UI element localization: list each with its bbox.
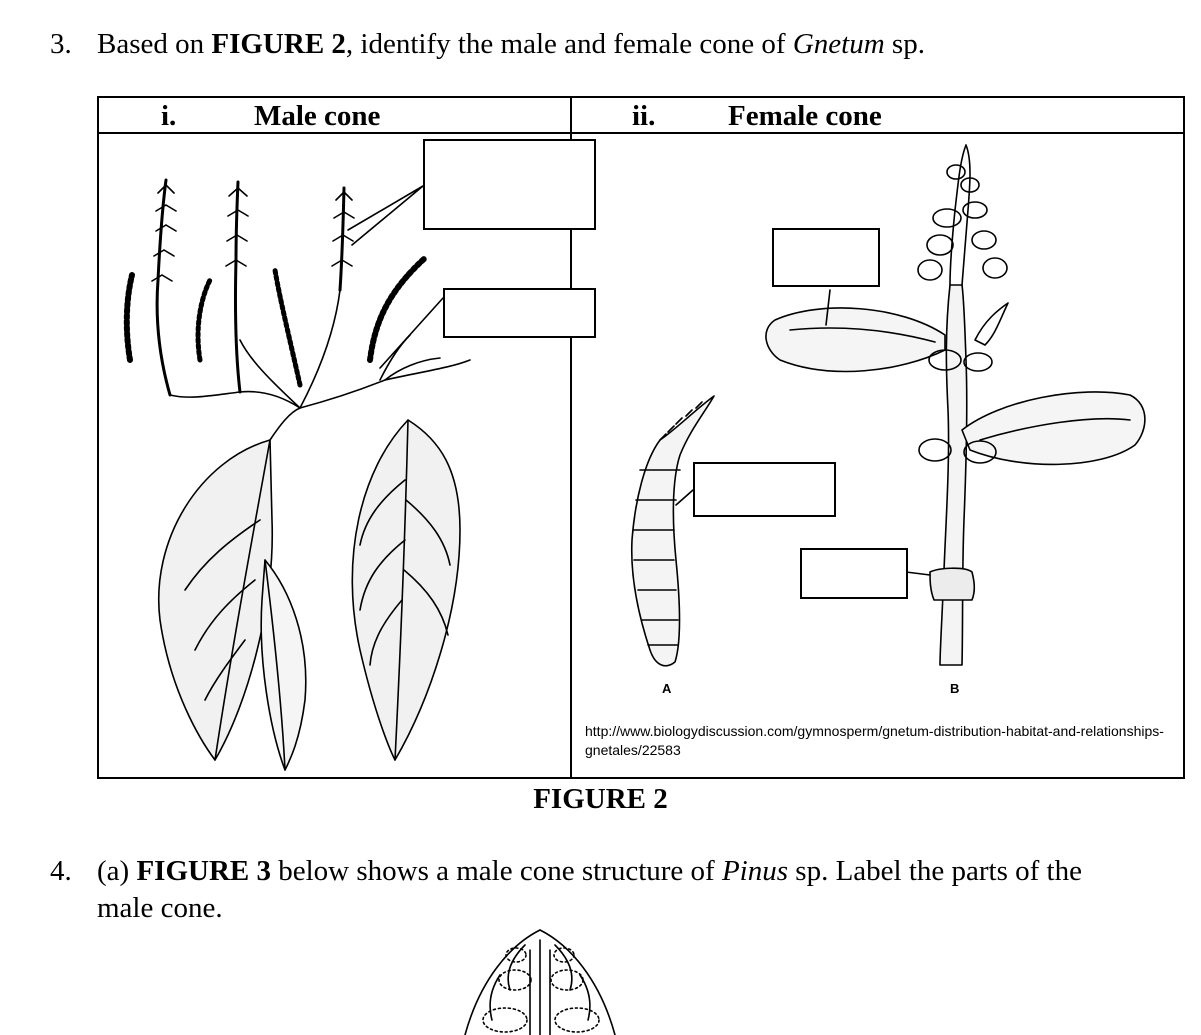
question-number: 4. — [50, 855, 72, 887]
genus-name: Pinus — [721, 855, 789, 887]
female-cone-answer-box-3[interactable] — [800, 548, 908, 599]
male-label-pointer-lines — [347, 185, 444, 369]
source-url[interactable]: http://www.biologydiscussion.com/gymnosp… — [585, 723, 1164, 758]
female-cone-answer-box-1[interactable] — [772, 228, 880, 287]
gnetum-leaf-illustration — [158, 419, 461, 771]
female-cone-title: Female cone — [728, 100, 882, 132]
question-text: Based on FIGURE 2, identify the male and… — [97, 28, 925, 60]
female-cone-header: ii. Female cone — [570, 96, 1185, 134]
male-cone-title: Male cone — [254, 100, 381, 132]
label-b: B — [950, 681, 960, 696]
figure-reference: FIGURE 2 — [211, 28, 346, 60]
male-strobili-illustration — [123, 178, 471, 441]
genus-name: Gnetum — [792, 28, 885, 60]
question-number: 3. — [50, 28, 72, 60]
female-cone-answer-box-2[interactable] — [693, 462, 836, 517]
male-cone-answer-box-2[interactable] — [443, 288, 596, 338]
male-cone-header: i. Male cone — [97, 96, 572, 134]
figure-reference: FIGURE 3 — [136, 855, 271, 887]
female-strobilus-b-illustration — [765, 144, 1146, 666]
pointer-line — [825, 289, 831, 326]
pointer-line — [675, 489, 694, 506]
question-text: (a) FIGURE 3 below shows a male cone str… — [97, 855, 1082, 887]
figure-2-caption: FIGURE 2 — [533, 783, 668, 815]
label-a: A — [662, 681, 672, 696]
pointer-line — [905, 571, 931, 576]
female-strobilus-a-illustration — [630, 395, 715, 667]
pinus-male-cone-illustration — [464, 929, 616, 1035]
male-cone-answer-box-1[interactable] — [423, 139, 596, 230]
